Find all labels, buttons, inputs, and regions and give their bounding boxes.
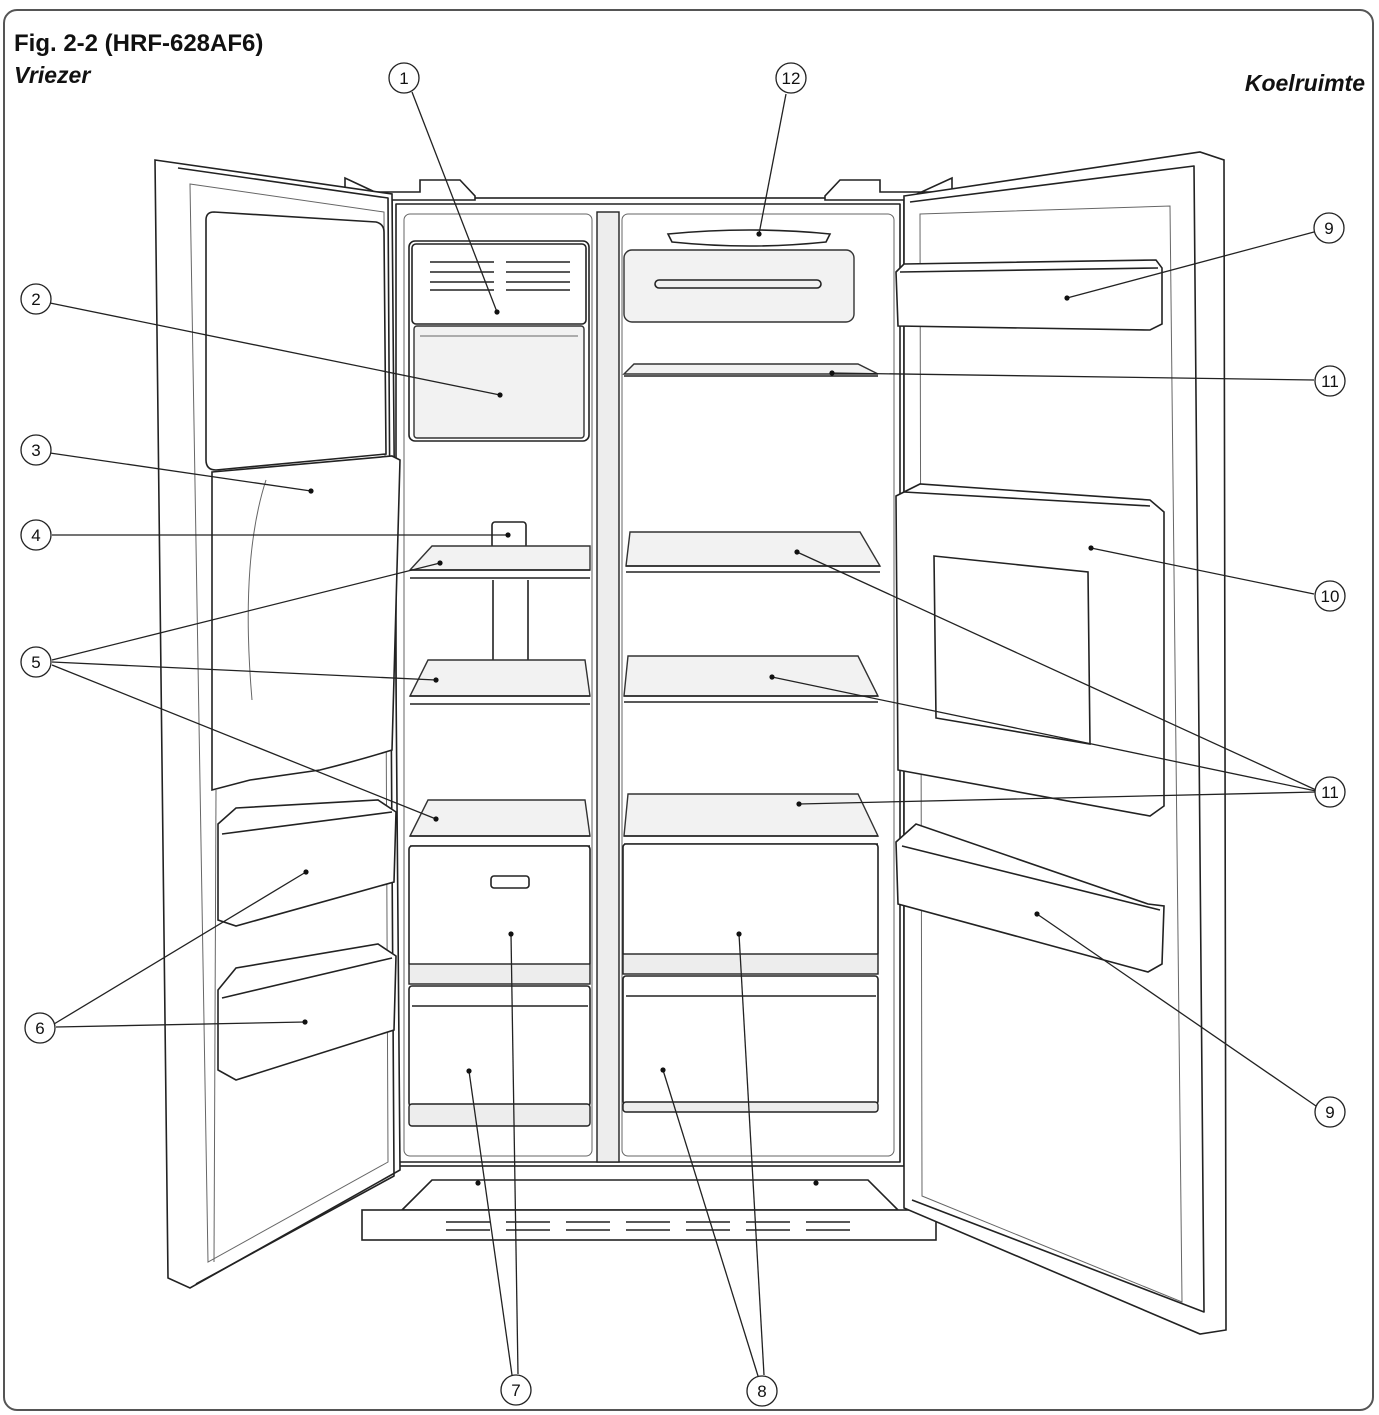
callout-4-number: 4 xyxy=(31,526,40,545)
freezer-shelves xyxy=(408,545,591,847)
callouts: 1 2 3 4 5 6 7 8 xyxy=(20,62,1346,1407)
callout-1: 1 xyxy=(388,62,420,94)
figure-title: Fig. 2-2 (HRF-628AF6) xyxy=(14,30,264,57)
fridge-shelves xyxy=(622,363,882,845)
callout-3: 3 xyxy=(20,434,52,466)
callout-6: 6 xyxy=(24,1012,56,1044)
callout-8: 8 xyxy=(746,1375,778,1407)
figure-frame xyxy=(3,9,1374,1411)
fridge-label: Koelruimte xyxy=(1244,70,1365,96)
fridge-door xyxy=(895,151,1227,1335)
base-grille xyxy=(361,1179,937,1241)
callout-9-top-number: 9 xyxy=(1324,219,1333,238)
callout-11-top: 11 xyxy=(1314,365,1346,397)
callout-3-number: 3 xyxy=(31,441,40,460)
callout-8-number: 8 xyxy=(757,1382,766,1401)
callout-11-group-number: 11 xyxy=(1321,783,1339,802)
freezer-drawers xyxy=(408,845,591,1127)
callout-11-group: 11 xyxy=(1314,776,1346,808)
callout-12: 12 xyxy=(775,62,807,94)
fridge-crispers xyxy=(622,843,879,1113)
callout-11-top-number: 11 xyxy=(1321,372,1339,391)
callout-9-bottom: 9 xyxy=(1314,1096,1346,1128)
callout-12-number: 12 xyxy=(782,69,801,88)
callout-5: 5 xyxy=(20,646,52,678)
callout-9-bottom-number: 9 xyxy=(1325,1103,1334,1122)
callout-1-number: 1 xyxy=(399,69,408,88)
leader-lines xyxy=(49,91,1317,1377)
callout-2: 2 xyxy=(20,283,52,315)
callout-6-number: 6 xyxy=(35,1019,44,1038)
callout-7-number: 7 xyxy=(511,1381,520,1400)
callout-4: 4 xyxy=(20,519,52,551)
callout-10: 10 xyxy=(1314,580,1346,612)
callout-9-top: 9 xyxy=(1313,212,1345,244)
ice-maker xyxy=(408,240,590,442)
fridge-top-unit xyxy=(623,229,855,323)
leader-dots xyxy=(302,231,1094,1186)
callout-7: 7 xyxy=(500,1374,532,1406)
callout-5-number: 5 xyxy=(31,653,40,672)
freezer-door xyxy=(154,159,401,1289)
callout-2-number: 2 xyxy=(31,290,40,309)
freezer-label: Vriezer xyxy=(14,62,91,88)
callout-10-number: 10 xyxy=(1321,587,1340,606)
